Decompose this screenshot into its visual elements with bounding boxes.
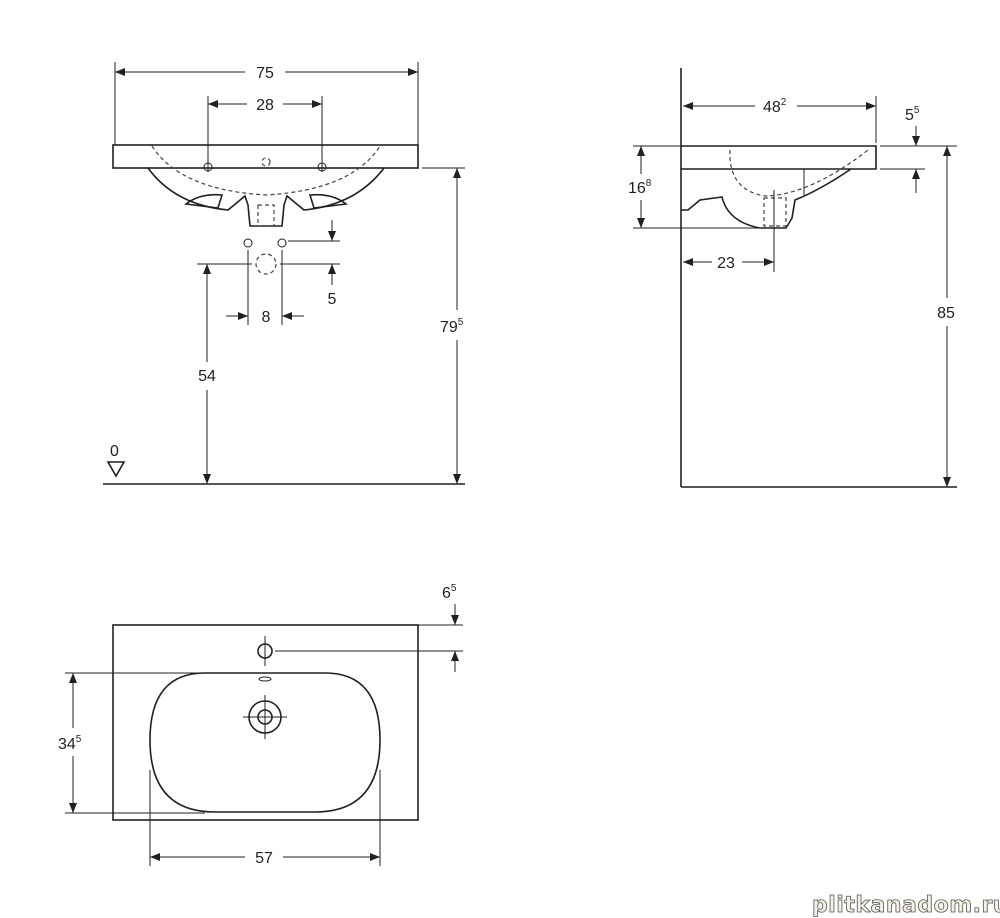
dim-connection-spacing: 8: [262, 309, 271, 326]
dim-tap-hole-from-back: 65: [442, 583, 457, 602]
dim-width-75: 75: [256, 65, 274, 82]
watermark: plitkanadom.ru: [812, 893, 1000, 918]
dim-drain-from-wall: 23: [717, 255, 735, 272]
top-bowl-outline: [149, 672, 381, 813]
dim-total-height: 85: [937, 305, 955, 322]
overflow-icon: [258, 676, 272, 682]
overflow-hidden: [261, 157, 271, 167]
dim-slab-thickness: 55: [905, 105, 920, 124]
side-view: 482 55 85 168 23: [628, 68, 957, 488]
side-bowl-hidden: [729, 149, 869, 197]
floor-level-label: 0: [110, 443, 119, 460]
top-slab-outline: [112, 624, 419, 821]
dim-depth: 482: [763, 97, 787, 116]
drain-connection-icon: [255, 253, 277, 275]
dim-bowl-width: 57: [255, 850, 273, 867]
dim-rim-height: 795: [440, 317, 464, 336]
floor-level-symbol: [106, 461, 126, 478]
dim-drain-offset: 5: [328, 291, 337, 308]
side-basin-outline: [681, 145, 877, 229]
dim-bowl-depth: 345: [58, 734, 82, 753]
basin-overflow-outline: [183, 193, 349, 209]
side-drain-hidden: [763, 197, 787, 227]
drain-hidden-line: [257, 204, 275, 227]
bowl-hidden-line: [151, 145, 381, 196]
front-view: 0 75 28 795 54 5: [103, 62, 465, 485]
dim-basin-depth: 168: [628, 178, 652, 197]
basin-bowl-outline: [147, 167, 385, 227]
dim-drain-height: 54: [198, 368, 216, 385]
connection-right-icon: [277, 238, 287, 248]
connection-left-icon: [243, 238, 253, 248]
basin-slab: [112, 144, 419, 169]
top-view: 65 345 57: [58, 583, 463, 867]
dim-tap-spacing: 28: [256, 97, 274, 114]
